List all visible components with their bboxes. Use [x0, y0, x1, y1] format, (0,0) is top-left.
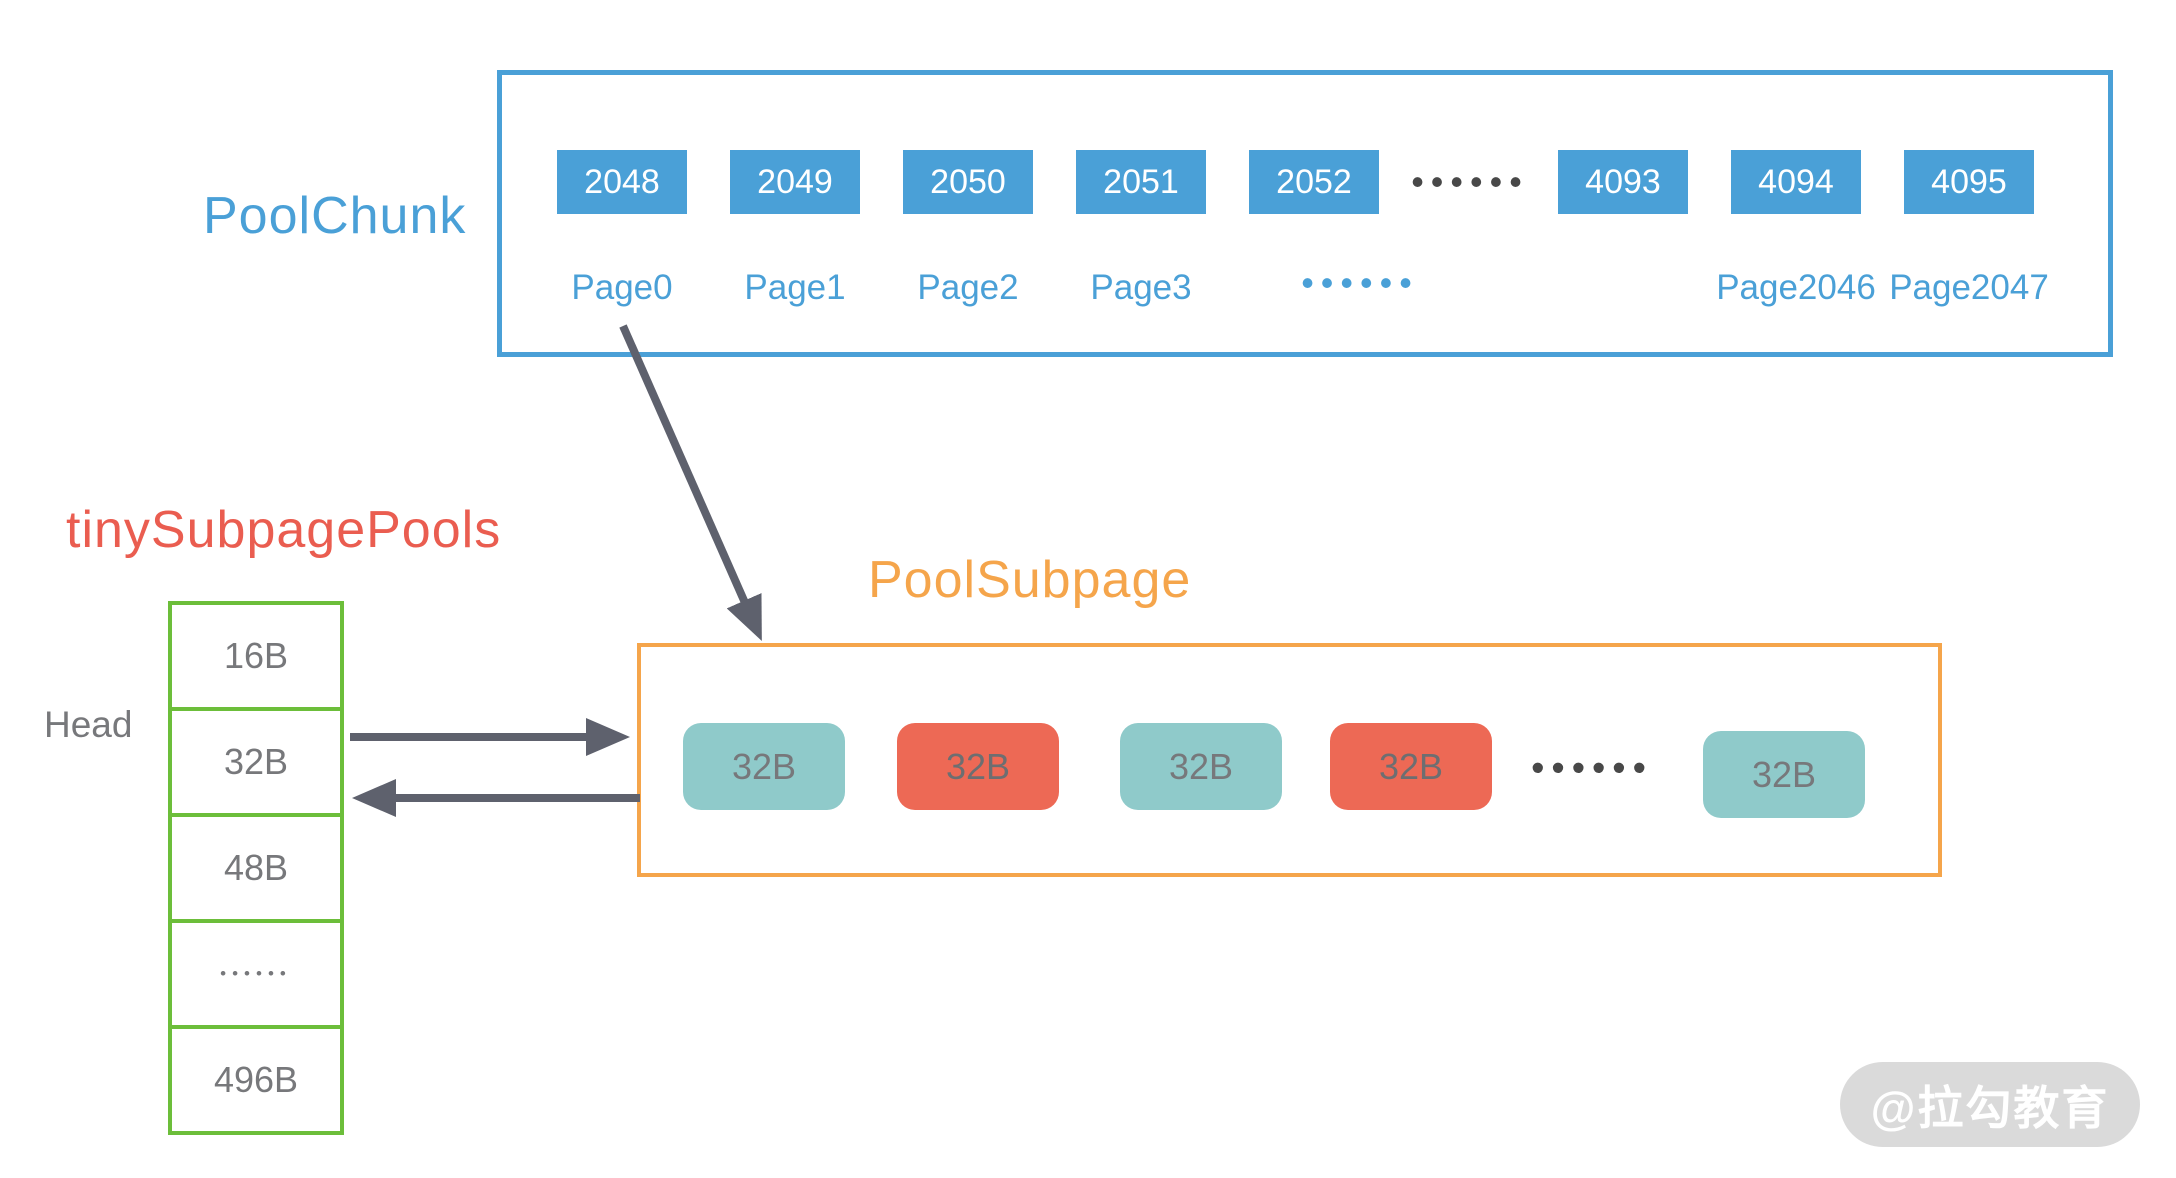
- page-number-box: 4093: [1558, 150, 1688, 214]
- size-table-row: 496B: [172, 1025, 340, 1131]
- size-table-row: 32B: [172, 707, 340, 813]
- page-label: Page0: [571, 268, 673, 307]
- page-number-box: 4095: [1904, 150, 2034, 214]
- page-number-box: 2051: [1076, 150, 1206, 214]
- subpage-block-used: 32B: [897, 723, 1059, 810]
- page-label: Page3: [1090, 268, 1192, 307]
- watermark-badge: @拉勾教育: [1840, 1062, 2140, 1147]
- arrow-page0-to-subpage: [619, 324, 762, 641]
- tiny-subpage-pools-title: tinySubpagePools: [66, 501, 502, 559]
- page-label: Page2: [917, 268, 1019, 307]
- pool-subpage-title: PoolSubpage: [868, 551, 1192, 609]
- subpage-block-used: 32B: [1330, 723, 1492, 810]
- subpage-block-free: 32B: [1703, 731, 1865, 818]
- page-number-box: 4094: [1731, 150, 1861, 214]
- size-table-row: 16B: [223, 635, 289, 676]
- page-number-box: 2048: [557, 150, 687, 214]
- page-label-ellipsis: ••••••: [1301, 262, 1419, 303]
- size-table-row-ellipsis: ••••••: [172, 919, 340, 1025]
- page-label: Page1: [744, 268, 846, 307]
- subpage-block-ellipsis: ••••••: [1531, 747, 1653, 790]
- subpage-block-free: 32B: [683, 723, 845, 810]
- page-number-box: 2052: [1249, 150, 1379, 214]
- size-table-row: 48B: [172, 813, 340, 919]
- head-label: Head: [44, 704, 133, 745]
- pool-chunk-title: PoolChunk: [203, 187, 467, 245]
- watermark-text: @拉勾教育: [1870, 1081, 2110, 1134]
- size-table: 16B 32B 48B •••••• 496B: [168, 601, 344, 1135]
- page-label: Page2046: [1716, 268, 1876, 307]
- page-number-ellipsis: ••••••: [1411, 161, 1529, 202]
- page-label: Page2047: [1889, 268, 2049, 307]
- subpage-block-free: 32B: [1120, 723, 1282, 810]
- page-number-box: 2049: [730, 150, 860, 214]
- page-number-box: 2050: [903, 150, 1033, 214]
